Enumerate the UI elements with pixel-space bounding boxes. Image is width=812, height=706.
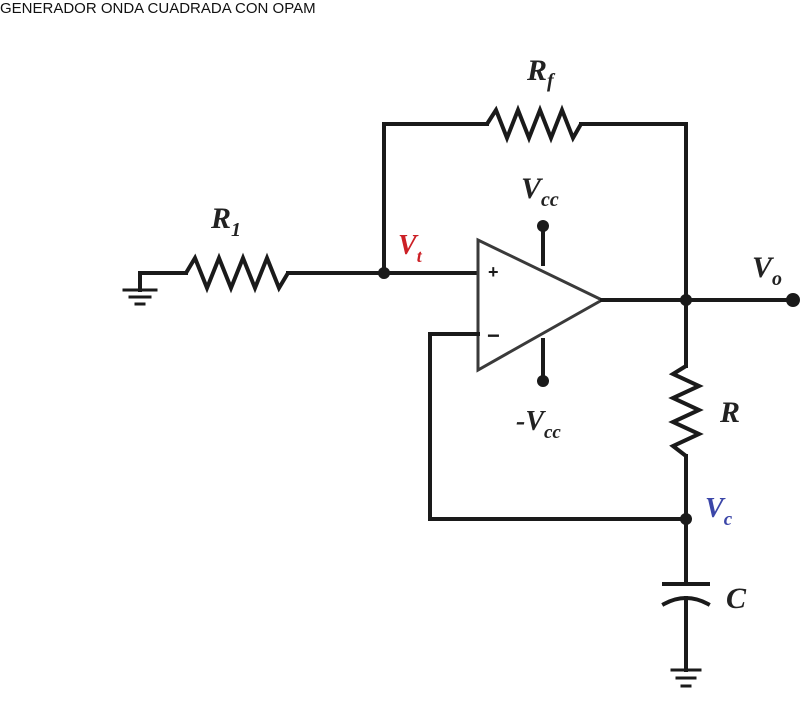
ground-left [122,271,158,306]
label-vcc-pos: Vcc [521,172,559,211]
page-title: GENERADOR ONDA CUADRADA CON OPAM [0,0,316,17]
opamp-minus-sign: − [487,323,500,348]
label-c: C [726,582,747,615]
node-output [680,294,692,306]
ground-bottom [670,668,702,688]
node-vt [378,267,390,279]
resistor-rf [485,104,583,144]
label-vt: Vt [398,230,423,266]
opamp-plus-sign: + [488,262,499,282]
node-vc [680,513,692,525]
label-vcc-neg: -Vcc [516,406,561,443]
resistor-r [668,364,704,458]
label-vo: Vo [752,251,782,290]
opamp-triangle [476,237,606,373]
terminal-vcc-neg [537,375,549,387]
resistor-r1 [184,252,290,294]
label-r: R [719,396,740,429]
label-rf: Rf [526,54,556,92]
label-vc: Vc [705,493,733,530]
terminal-vo [786,293,800,307]
terminal-vcc-pos [537,220,549,232]
label-r1: R1 [210,202,241,241]
